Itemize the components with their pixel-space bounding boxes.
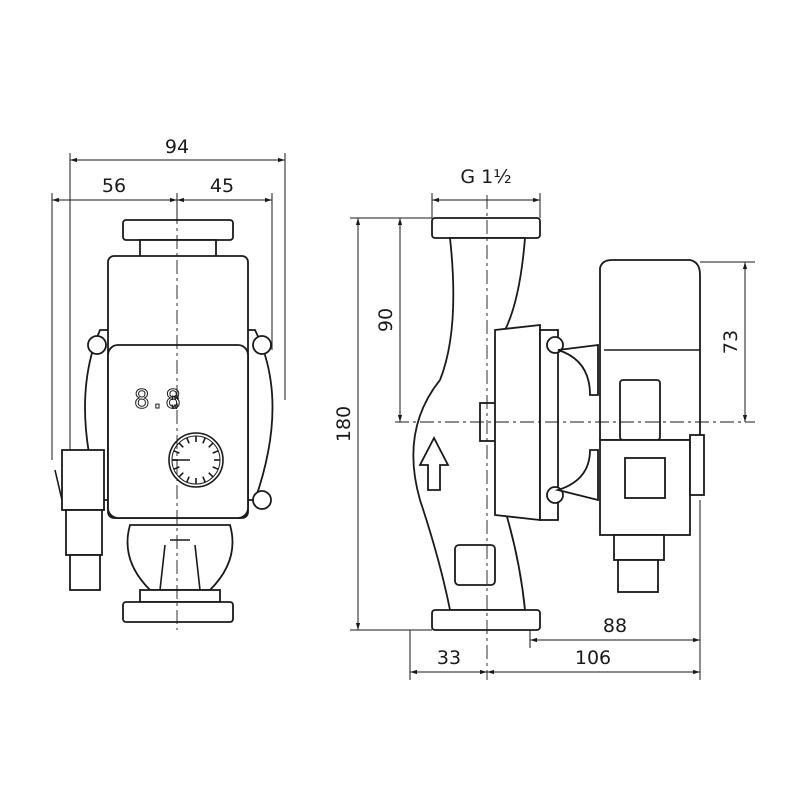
- knob-tick: [173, 450, 180, 454]
- volute-window: [454, 544, 496, 586]
- cable-box: [61, 449, 105, 511]
- bottom-neck: [139, 589, 221, 603]
- knob-tick: [178, 442, 184, 448]
- display-unit-w: w: [171, 402, 179, 411]
- cable-gland: [65, 509, 103, 556]
- terminal-strip: [689, 434, 705, 496]
- knob-tick: [178, 472, 184, 478]
- knob-tick: [212, 450, 219, 454]
- dim-thread: G 1½: [460, 166, 511, 188]
- motor-flange: [494, 323, 541, 522]
- dim-73: 73: [720, 330, 742, 354]
- side-gland-nut: [617, 559, 659, 593]
- front-view: 8.8 m w: [54, 210, 274, 630]
- head-recess: [619, 379, 661, 441]
- control-panel: [107, 344, 249, 519]
- flow-arrow-icon: [418, 436, 450, 491]
- dim-94: 94: [165, 136, 189, 158]
- side-gland: [613, 534, 665, 561]
- motor-rib: [554, 449, 599, 502]
- display-digits: 8.8: [134, 385, 181, 415]
- motor-flange-ring: [539, 329, 559, 521]
- front-dimensions: 94 56 45: [51, 136, 286, 460]
- display-unit-m: m: [171, 393, 179, 402]
- mount-lug: [252, 490, 272, 510]
- side-view: [395, 195, 755, 680]
- control-knob: [168, 432, 224, 488]
- dim-180: 180: [333, 406, 355, 442]
- knob-tick: [208, 472, 214, 478]
- led-display: 8.8 m w: [134, 385, 182, 416]
- knob-tick: [202, 437, 206, 444]
- knob-tick: [202, 476, 206, 483]
- knob-tick: [186, 437, 190, 444]
- cable-nut: [69, 554, 101, 591]
- top-flange: [122, 219, 234, 241]
- connector-plug: [624, 457, 666, 499]
- knob-tick: [208, 442, 214, 448]
- knob-tick: [212, 466, 219, 470]
- mount-lug: [252, 335, 272, 355]
- dim-88: 88: [603, 615, 627, 637]
- side-dimensions: G 1½ 180 90 73 88 33 106: [333, 166, 755, 680]
- dim-90: 90: [375, 308, 397, 332]
- dim-106: 106: [575, 647, 611, 669]
- bottom-flange: [122, 601, 234, 623]
- outlet-flange-bottom: [431, 609, 541, 631]
- dim-56: 56: [102, 175, 126, 197]
- inlet-flange-top: [431, 217, 541, 239]
- pump-body: [126, 524, 234, 591]
- knob-tick: [186, 476, 190, 483]
- mount-lug: [87, 335, 107, 355]
- motor-rib: [557, 343, 599, 396]
- dim-45: 45: [210, 175, 234, 197]
- dim-33: 33: [437, 647, 461, 669]
